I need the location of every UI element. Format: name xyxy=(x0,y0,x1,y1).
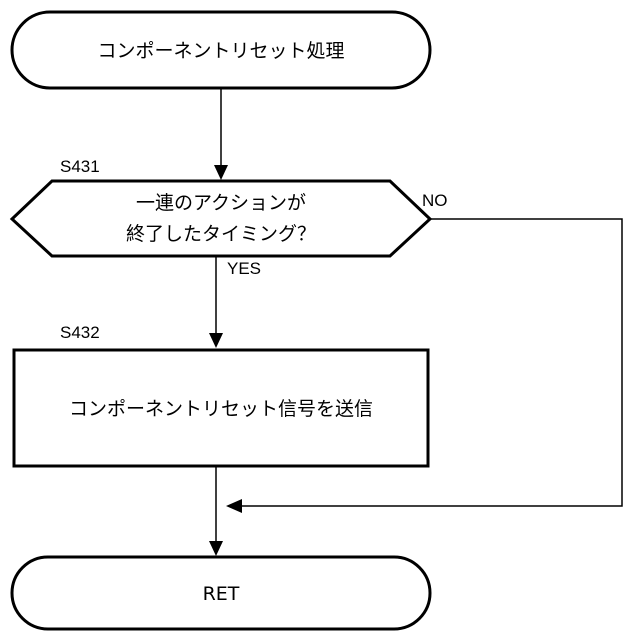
step-id-s431: S431 xyxy=(60,157,100,176)
process-label: コンポーネントリセット信号を送信 xyxy=(69,398,373,420)
no-label: NO xyxy=(422,191,448,210)
arrowhead-to-end xyxy=(209,541,223,556)
yes-label: YES xyxy=(227,259,261,278)
start-label: コンポーネントリセット処理 xyxy=(97,40,344,62)
decision-line-1: 一連のアクションが xyxy=(136,192,306,214)
step-id-s432: S432 xyxy=(60,323,100,342)
arrowhead-to-decision xyxy=(214,165,228,180)
end-label: RET xyxy=(203,583,240,605)
arrowhead-no-merge xyxy=(226,499,242,513)
decision-line-2: 終了したタイミング？ xyxy=(126,223,316,245)
arrowhead-to-process xyxy=(209,333,223,348)
